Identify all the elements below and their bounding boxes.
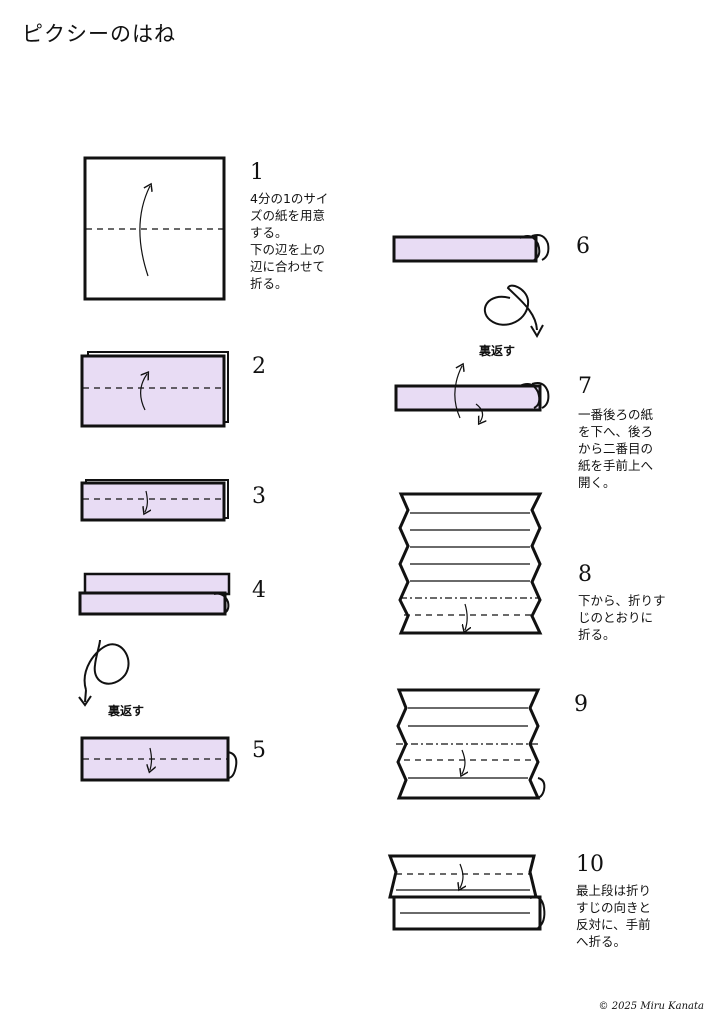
- flip-label-right: 裏返す: [479, 344, 516, 358]
- step-10-sheet: [387, 854, 546, 931]
- step-5-fold: [80, 736, 238, 782]
- step-8-number: 8: [578, 562, 592, 587]
- step-10-description: 最上段は折りすじの向きと反対に、手前 へ折る。: [576, 883, 652, 949]
- step-4-fold: [78, 572, 231, 616]
- copyright: © 2025 Miru Kanata: [598, 1001, 704, 1012]
- step-6-fold: [392, 234, 550, 263]
- flip-label-left: 裏返す: [108, 704, 145, 718]
- step-7-number: 7: [578, 374, 592, 399]
- step-2-fold: [80, 351, 229, 428]
- step-3-number: 3: [252, 484, 266, 509]
- step-5-number: 5: [252, 738, 266, 763]
- step-10-number: 10: [576, 852, 604, 877]
- step-7-description: 一番後ろの紙を下へ、後ろから二番目の 紙を手前上へ開く。: [578, 407, 654, 490]
- step-8-sheet: [398, 492, 543, 635]
- flip-arrow-right: [483, 284, 544, 339]
- step-9-number: 9: [574, 692, 588, 717]
- step-2-number: 2: [252, 354, 266, 379]
- step-9-sheet: [396, 688, 546, 800]
- step-8-description: 下から、折りすじのとおりに折る。: [578, 593, 666, 642]
- flip-arrow-left: [78, 639, 130, 707]
- step-6-number: 6: [576, 234, 590, 259]
- page-title: ピクシーのはね: [22, 22, 176, 46]
- step-1-description: 4分の1のサイズの紙を用意する。 下の辺を上の辺に合わせて折る。: [250, 191, 329, 291]
- step-1-number: 1: [250, 160, 264, 185]
- step-4-number: 4: [252, 578, 266, 603]
- step-7-fold: [394, 366, 550, 422]
- step-3-fold: [80, 479, 229, 522]
- step-1-square: [83, 156, 226, 301]
